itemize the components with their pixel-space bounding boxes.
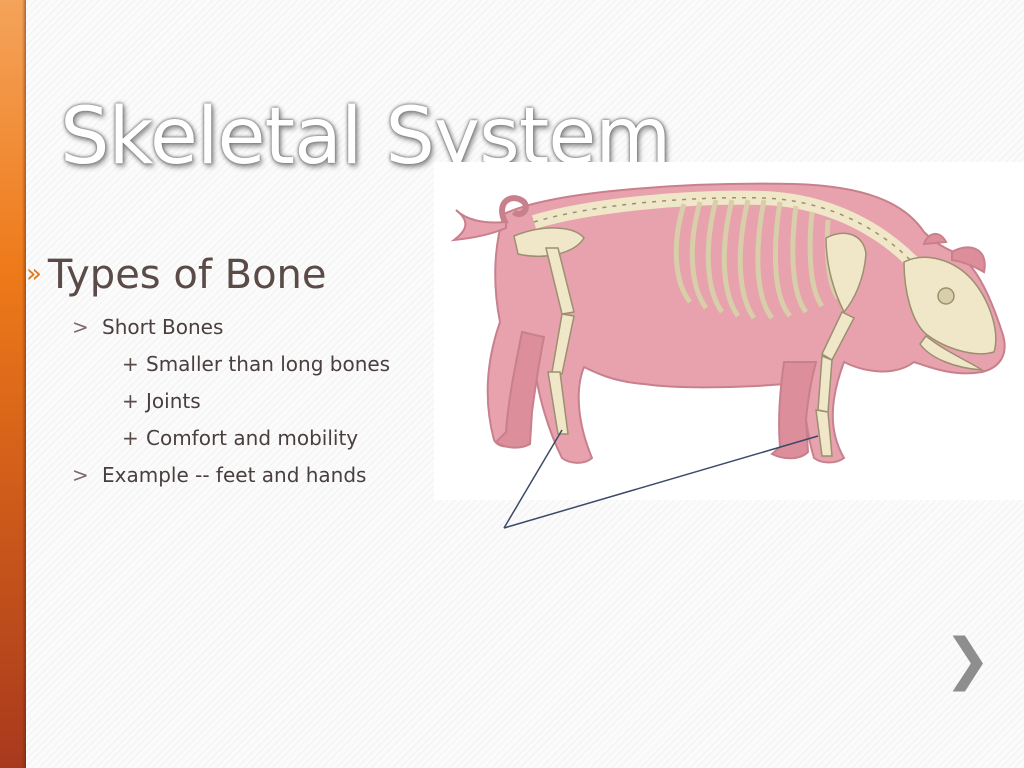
pig-hind-femur <box>545 247 575 315</box>
accent-side-bar <box>0 0 26 768</box>
bullet-text: Smaller than long bones <box>146 352 391 376</box>
pig-ear <box>951 246 986 274</box>
pig-tail-tip <box>450 209 507 242</box>
bullet-marker: + <box>122 389 139 413</box>
bullet-text: Comfort and mobility <box>146 426 359 450</box>
pig-rib-cage <box>673 199 841 320</box>
bullet-smaller-than-long-bones: + Smaller than long bones <box>122 352 390 376</box>
pig-scapula <box>825 232 867 314</box>
bullet-marker: > <box>72 315 89 339</box>
bullet-text-level1: Types of Bone <box>47 252 327 298</box>
bullet-example-feet-and-hands: > Example -- feet and hands <box>72 463 366 487</box>
bullet-text: Joints <box>146 389 201 413</box>
bullet-short-bones: > Short Bones <box>72 315 223 339</box>
bullet-joints: + Joints <box>122 389 201 413</box>
bullet-marker: + <box>122 426 139 450</box>
accent-side-bar-shadow <box>22 0 26 768</box>
pig-jaw <box>919 334 985 371</box>
bullet-marker: + <box>122 352 139 376</box>
pig-tail <box>499 195 529 226</box>
pig-ear-back <box>922 233 948 246</box>
pig-skeleton-figure <box>434 162 1024 500</box>
pig-eye-socket <box>937 287 955 305</box>
pig-skeleton-drawing <box>450 182 1006 464</box>
pig-pelvis <box>513 227 585 257</box>
bullet-marker: > <box>72 463 89 487</box>
next-slide-chevron-icon[interactable]: ❯ <box>944 627 991 692</box>
bullet-text: Short Bones <box>102 315 224 339</box>
bullet-comfort-and-mobility: + Comfort and mobility <box>122 426 358 450</box>
bullet-types-of-bone: »Types of Bone <box>26 252 327 298</box>
pig-hind-tibia <box>551 313 575 375</box>
pig-hind-foot-bones <box>547 371 569 435</box>
pig-spine-outline <box>533 196 935 275</box>
pig-skull <box>903 256 997 355</box>
bullet-marker-level1: » <box>26 259 42 289</box>
pig-front-foot-bones <box>815 409 833 457</box>
bullet-text: Example -- feet and hands <box>102 463 367 487</box>
